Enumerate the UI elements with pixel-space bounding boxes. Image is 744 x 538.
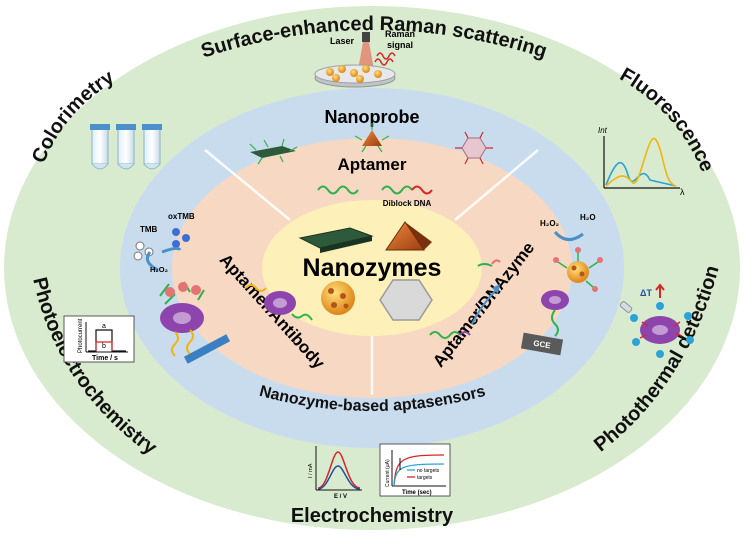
aptamer-label: Aptamer <box>338 155 407 174</box>
nanozymes-title: Nanozymes <box>303 254 442 282</box>
sector-dividers <box>204 149 539 395</box>
photothermal-icon: ΔT <box>619 283 694 358</box>
raman-label-line1: Raman <box>385 29 415 39</box>
h2o-right-label: H₂O <box>580 213 596 222</box>
delta-t-label: ΔT <box>640 288 652 298</box>
lambda-label: λ <box>680 187 685 197</box>
sers-icon: Laser Raman signal <box>314 29 415 88</box>
cv-plot-icon: I / mA E / V <box>308 446 362 500</box>
nanosheet-icon <box>298 227 374 253</box>
hexagon-icon <box>379 279 433 321</box>
nanoparticle-probe-right-icon <box>541 247 603 337</box>
aptamer-strand-icon <box>317 185 359 195</box>
nanoprobe-pyramid-icon <box>354 123 390 153</box>
gce-label: GCE <box>533 339 552 351</box>
h2o2-left-label: H₂O₂ <box>150 265 168 274</box>
h2o2-reaction-icon: H₂O₂ H₂O <box>540 213 596 241</box>
nanoprobe-hexagon-icon <box>455 131 493 165</box>
int-label: Int <box>598 126 608 135</box>
time-sec-label: Time (sec) <box>402 490 432 496</box>
pec-a-label: a <box>102 323 106 330</box>
tmb-reaction-icon: TMB oxTMB H₂O₂ <box>133 212 195 274</box>
raman-label-line2: signal <box>387 40 413 50</box>
gce-electrode-icon: GCE <box>520 332 564 356</box>
i-ma-label: I / mA <box>308 463 314 478</box>
nanoprobe-sheet-icon <box>249 138 298 165</box>
gold-nanoparticle-icon <box>321 281 355 315</box>
cell-antibody-left-icon <box>159 281 231 364</box>
pyramid-icon <box>385 221 432 251</box>
no-targets-label: no targets <box>417 468 440 474</box>
tmb-label: TMB <box>140 225 158 234</box>
photocurrent-label: Photocurrent <box>78 318 84 353</box>
targets-label: targets <box>417 475 433 481</box>
current-ua-label: Current (μA) <box>385 459 391 487</box>
diblock-dna-icon <box>381 185 433 195</box>
fluorescence-spectrum-icon: Int λ <box>598 126 685 197</box>
diblock-dna-label: Diblock DNA <box>383 199 432 208</box>
h2o2-right-label: H₂O₂ <box>540 219 560 228</box>
test-tubes-icon <box>90 124 162 170</box>
cell-left-sector-icon <box>245 284 313 321</box>
amperometry-plot-icon: Current (μA) no targets targets Time (se… <box>379 443 451 497</box>
laser-label: Laser <box>330 36 355 46</box>
photocurrent-plot-icon: Photocurrent a b Time / s <box>63 315 135 363</box>
oxtmb-label: oxTMB <box>168 212 195 221</box>
e-v-label: E / V <box>334 494 347 500</box>
nanoprobe-label: Nanoprobe <box>324 107 419 127</box>
dnazyme-icon <box>429 259 501 339</box>
pec-b-label: b <box>102 343 106 350</box>
electrochemistry-label: Electrochemistry <box>291 505 454 527</box>
time-s-label: Time / s <box>92 355 118 362</box>
